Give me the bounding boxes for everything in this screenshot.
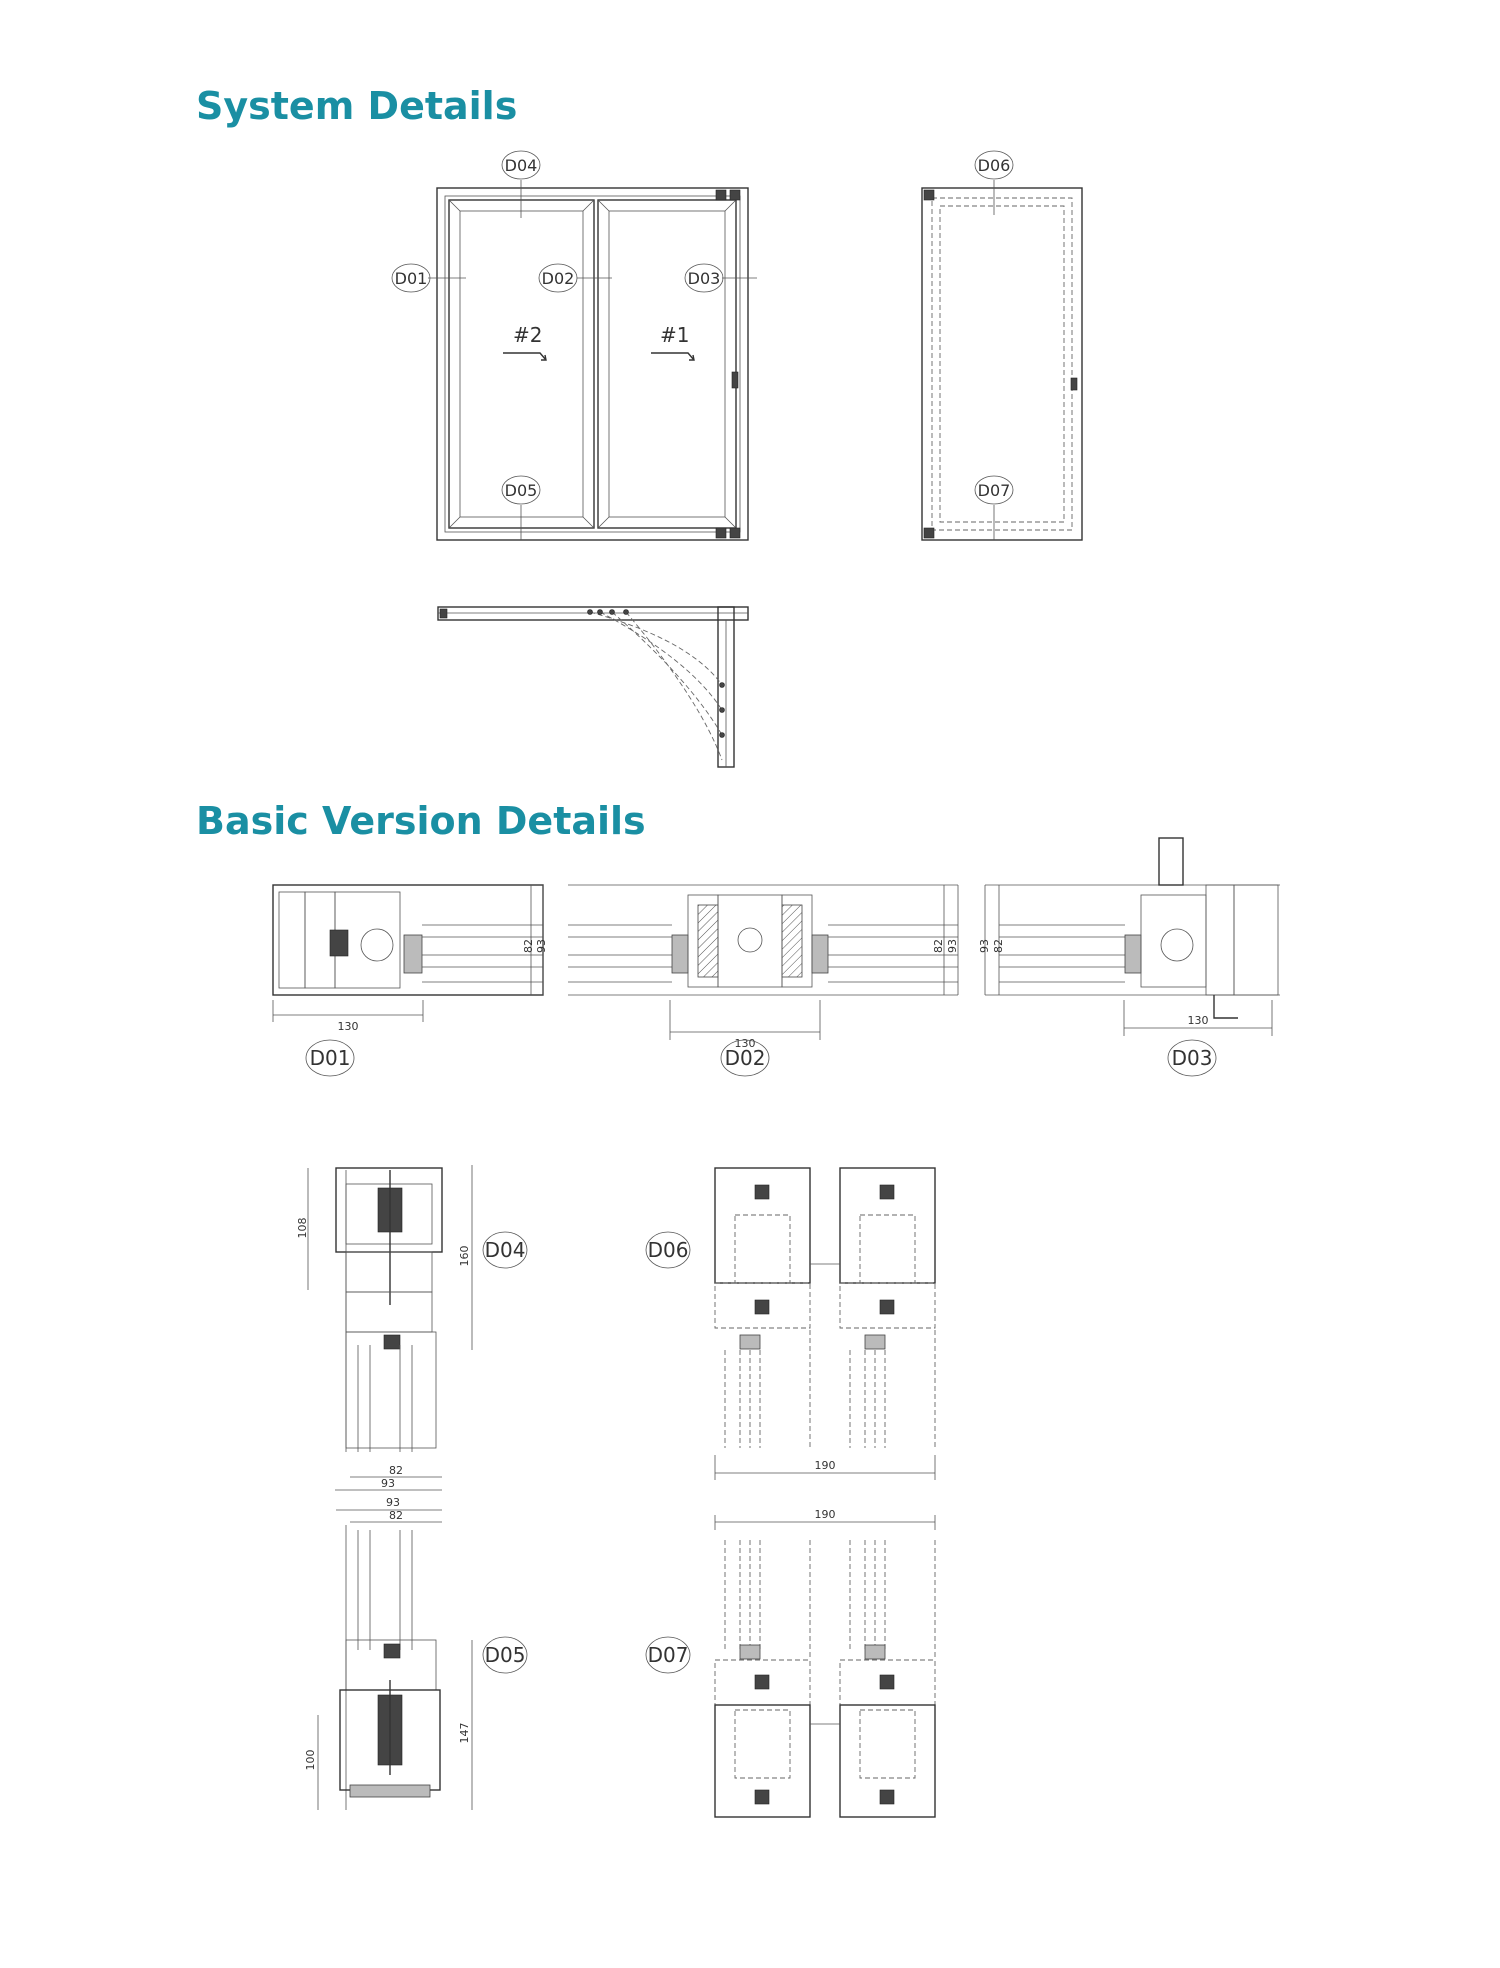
section-d07 xyxy=(714,1515,936,1818)
section-d02 xyxy=(568,884,959,1040)
dim-d05-h2: 100 xyxy=(304,1750,317,1771)
svg-text:D05: D05 xyxy=(505,481,538,500)
dim-d01-width: 130 xyxy=(338,1020,359,1033)
callout-elev-d02: D02 xyxy=(538,263,578,293)
callout-elev-d06: D06 xyxy=(974,150,1014,180)
callout-section-d07: D07 xyxy=(645,1636,691,1674)
dim-d03-h2: 82 xyxy=(992,939,1005,953)
svg-text:D06: D06 xyxy=(978,156,1011,175)
sash-mark-left: #2 xyxy=(513,323,542,347)
front-elevation: #2 #1 xyxy=(428,180,757,541)
dim-d04-w2: 93 xyxy=(381,1477,395,1490)
callout-section-d03: D03 xyxy=(1167,1039,1217,1077)
section-d06 xyxy=(714,1167,936,1480)
svg-text:D04: D04 xyxy=(505,156,538,175)
callout-elev-d01: D01 xyxy=(391,263,431,293)
system-details-heading: System Details xyxy=(196,84,518,128)
dim-d01-h2: 93 xyxy=(535,939,548,953)
callout-section-d05: D05 xyxy=(482,1636,528,1674)
dim-d04-h1: 108 xyxy=(296,1218,309,1239)
callout-section-d06: D06 xyxy=(645,1231,691,1269)
dim-d06-width: 190 xyxy=(815,1459,836,1472)
svg-text:D05: D05 xyxy=(485,1643,526,1667)
callout-section-d02: D02 xyxy=(720,1039,770,1077)
callout-section-d01: D01 xyxy=(305,1039,355,1077)
basic-version-details-heading: Basic Version Details xyxy=(196,799,646,843)
section-d05 xyxy=(317,1509,473,1810)
plan-view xyxy=(437,606,749,768)
svg-text:D03: D03 xyxy=(1172,1046,1213,1070)
callout-elev-d07: D07 xyxy=(974,475,1014,505)
callout-elev-d05: D05 xyxy=(501,475,541,505)
dim-d05-w1: 93 xyxy=(386,1496,400,1509)
dim-d02-h2: 93 xyxy=(946,939,959,953)
dim-d02-h1: 82 xyxy=(932,939,945,953)
svg-text:D07: D07 xyxy=(978,481,1011,500)
svg-text:D01: D01 xyxy=(395,269,428,288)
dim-d03-h1: 93 xyxy=(978,939,991,953)
section-d01 xyxy=(272,884,544,1022)
dim-d04-w1: 82 xyxy=(389,1464,403,1477)
dim-d05-w2: 82 xyxy=(389,1509,403,1522)
svg-text:D06: D06 xyxy=(648,1238,689,1262)
svg-text:D02: D02 xyxy=(542,269,575,288)
svg-text:D02: D02 xyxy=(725,1046,766,1070)
side-elevation xyxy=(921,180,1083,541)
svg-text:D01: D01 xyxy=(310,1046,351,1070)
callout-elev-d03: D03 xyxy=(684,263,724,293)
dim-d01-h1: 82 xyxy=(522,939,535,953)
dim-d05-h1: 147 xyxy=(458,1723,471,1744)
svg-text:D04: D04 xyxy=(485,1238,526,1262)
callout-section-d04: D04 xyxy=(482,1231,528,1269)
dim-d07-width: 190 xyxy=(815,1508,836,1521)
section-d03 xyxy=(984,837,1280,1036)
callout-elev-d04: D04 xyxy=(501,150,541,180)
dim-d04-h2: 160 xyxy=(458,1246,471,1267)
sash-mark-right: #1 xyxy=(660,323,689,347)
svg-text:D07: D07 xyxy=(648,1643,689,1667)
section-d04 xyxy=(307,1165,473,1491)
dim-d03-width: 130 xyxy=(1188,1014,1209,1027)
svg-text:D03: D03 xyxy=(688,269,721,288)
